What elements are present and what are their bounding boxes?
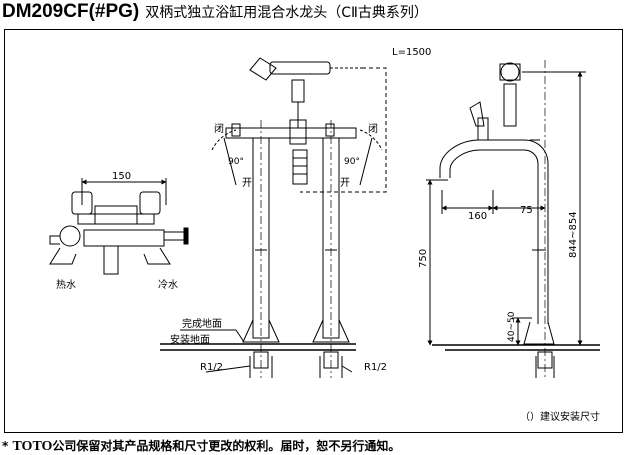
top-view — [49, 178, 189, 275]
dim-40-50-label: 40~50 — [507, 311, 517, 342]
front-view — [160, 57, 387, 378]
dim-750-label: 750 — [418, 249, 429, 268]
hose-length-label: L=1500 — [392, 47, 431, 58]
close-left-label: 闭 — [214, 122, 224, 135]
install-floor-label: 安装地面 — [170, 333, 210, 346]
footer-disclaimer: * TOTO公司保留对其产品规格和尺寸更改的权利。届时，恕不另行通知。 — [2, 437, 400, 455]
open-left-label: 开 — [242, 178, 252, 189]
thread-left-label: R1/2 — [200, 362, 223, 373]
thread-right-label: R1/2 — [364, 362, 387, 373]
dim-160-label: 160 — [468, 211, 487, 222]
dim-75-label: 75 — [520, 205, 533, 216]
model-number: DM209CF(#PG) — [2, 1, 140, 22]
dim-844-854-label: 844~854 — [568, 211, 579, 258]
open-right-label: 开 — [340, 178, 350, 189]
close-right-label: 闭 — [368, 122, 378, 135]
brand-name: TOTO — [12, 439, 53, 454]
angle-left-label: 90° — [228, 157, 244, 167]
hot-water-label: 热水 — [56, 278, 76, 291]
product-description: 双柄式独立浴缸用混合水龙头（CⅡ古典系列） — [145, 5, 428, 21]
angle-right-label: 90° — [344, 157, 360, 167]
side-view — [426, 60, 600, 378]
dim-150-label: 150 — [112, 171, 131, 182]
asterisk: * — [2, 439, 9, 453]
cold-water-label: 冷水 — [158, 278, 178, 291]
page-title: DM209CF(#PG) 双柄式独立浴缸用混合水龙头（CⅡ古典系列） — [2, 1, 428, 23]
finished-floor-label: 完成地面 — [182, 317, 222, 330]
install-note: （）建议安装尺寸 — [520, 410, 600, 423]
disclaimer-text: 公司保留对其产品规格和尺寸更改的权利。届时，恕不另行通知。 — [52, 439, 401, 453]
drawing-frame — [4, 29, 623, 433]
